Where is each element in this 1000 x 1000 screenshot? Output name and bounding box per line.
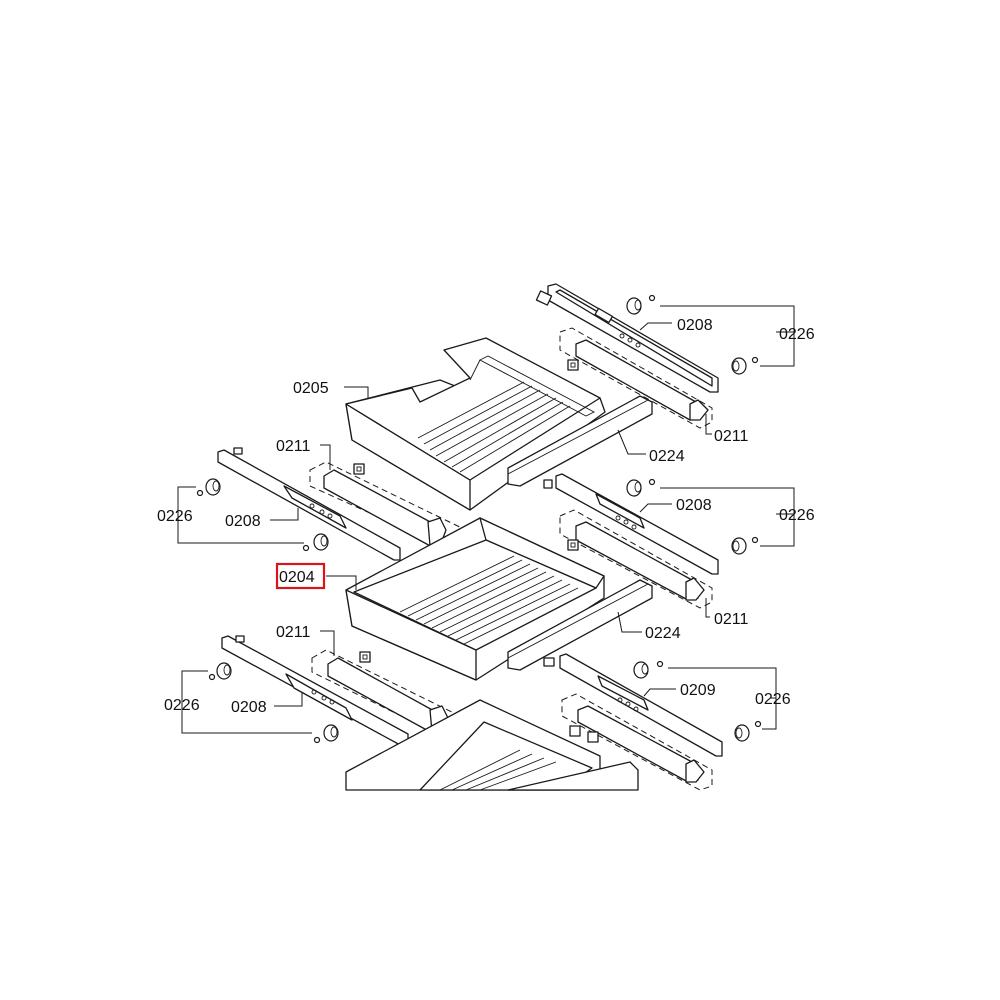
tray-lower	[345, 699, 639, 791]
roller-lower-right	[633, 660, 762, 742]
label-roller-upper-right[interactable]: 0226	[779, 326, 815, 343]
label-tray-upper[interactable]: 0205	[293, 380, 329, 397]
tray-middle	[345, 517, 653, 681]
part-labels: 0205 0208 0226 0211 0224 0211 0226 0208 …	[157, 317, 815, 716]
label-rail-middle-right[interactable]: 0208	[676, 497, 712, 514]
label-rail-upper-left[interactable]: 0208	[225, 513, 261, 530]
roller-upper-right	[626, 294, 759, 375]
rail-assembly-middle-right	[543, 473, 719, 609]
label-handle-middle[interactable]: 0224	[645, 625, 681, 642]
label-roller-lower-right[interactable]: 0226	[755, 691, 791, 708]
rail-assembly-upper-left	[217, 447, 471, 561]
rail-assembly-upper-right	[535, 283, 719, 429]
label-rail-lower-right[interactable]: 0209	[680, 682, 716, 699]
roller-middle-right	[626, 478, 759, 555]
label-tray-middle[interactable]: 0204	[279, 569, 315, 586]
label-guide-middle-right[interactable]: 0211	[714, 611, 749, 628]
roller-lower-left	[208, 662, 339, 744]
roller-upper-left	[196, 478, 329, 552]
rail-assembly-lower-right	[543, 653, 723, 791]
label-roller-lower-left[interactable]: 0226	[164, 697, 200, 714]
label-guide-upper-left[interactable]: 0211	[276, 438, 311, 455]
label-handle-upper[interactable]: 0224	[649, 448, 685, 465]
leader-lines	[177, 305, 795, 734]
label-roller-middle-right[interactable]: 0226	[779, 507, 815, 524]
label-rail-lower-left[interactable]: 0208	[231, 699, 267, 716]
tray-upper	[345, 337, 653, 511]
label-guide-upper-right[interactable]: 0211	[714, 428, 749, 445]
rail-assembly-lower-left	[221, 635, 469, 747]
label-guide-lower-left[interactable]: 0211	[276, 624, 311, 641]
label-rail-upper-right[interactable]: 0208	[677, 317, 713, 334]
highlight-box	[275, 562, 326, 590]
label-roller-upper-left[interactable]: 0226	[157, 508, 193, 525]
